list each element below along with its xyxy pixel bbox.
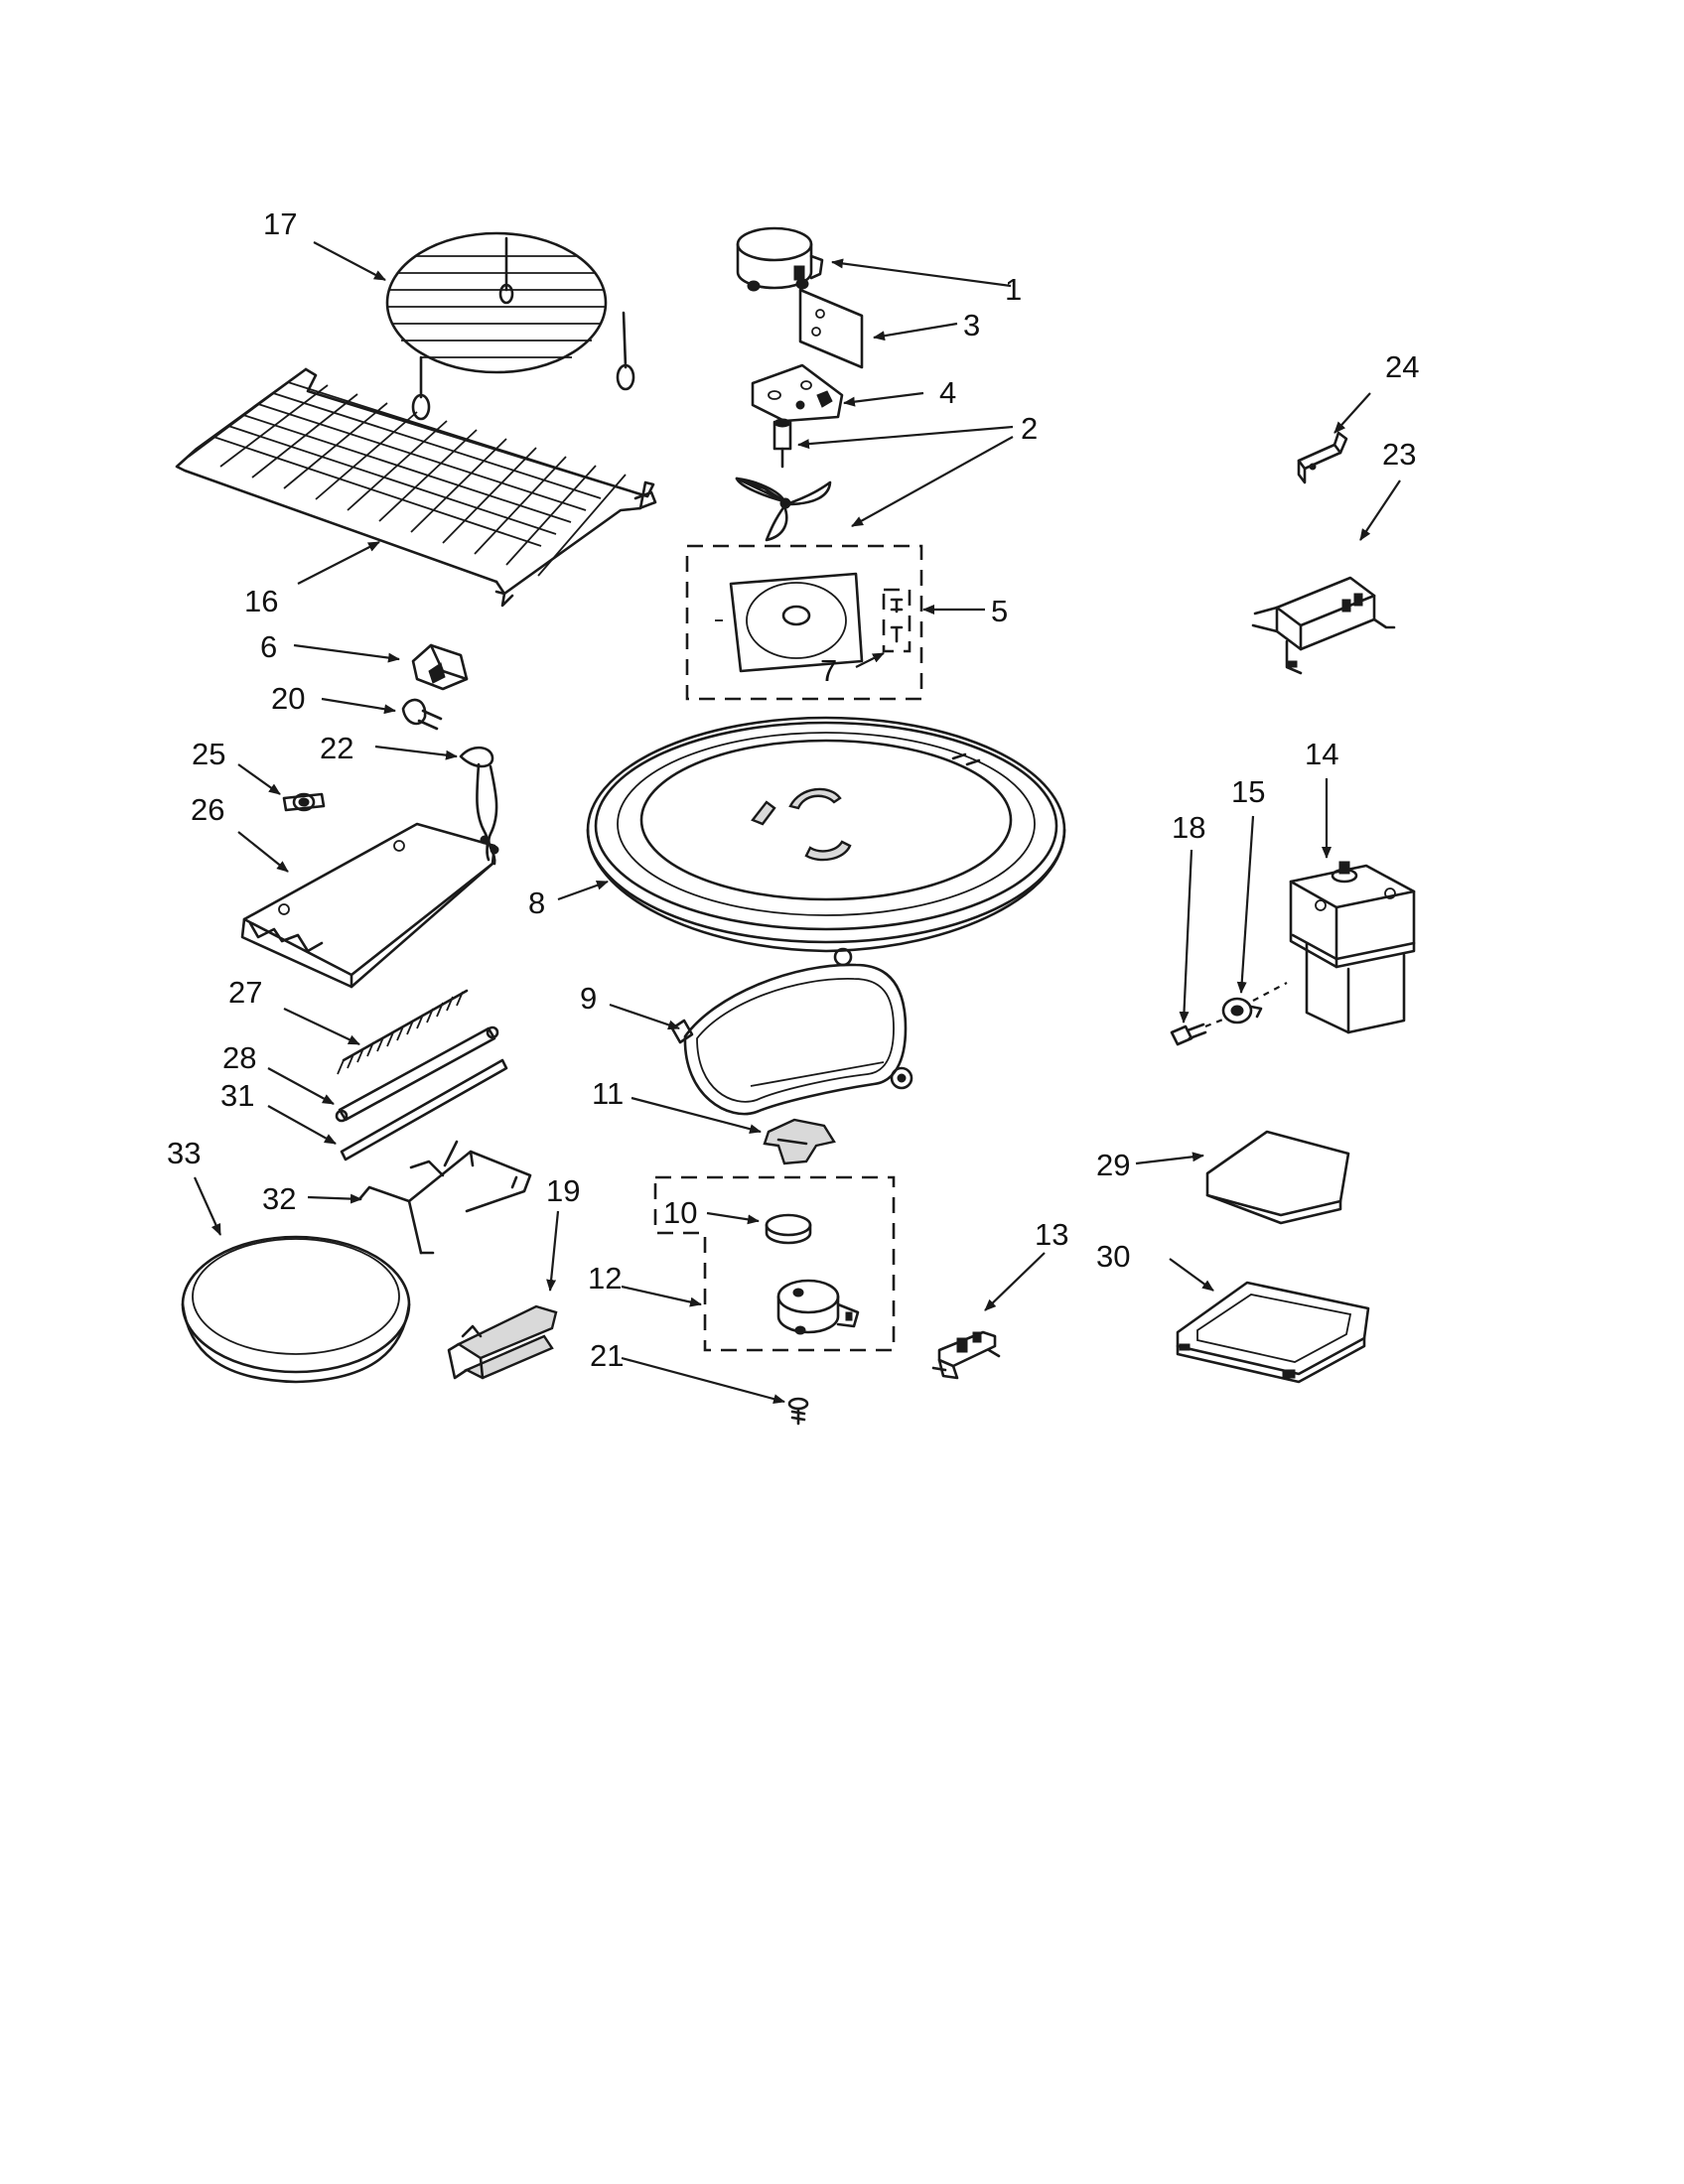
callout-7: 7 [820, 653, 837, 688]
callout-4: 4 [939, 375, 956, 410]
callout-6: 6 [260, 629, 277, 664]
part-15-thermostat [1221, 982, 1288, 1024]
part-33-pan [181, 1235, 411, 1384]
callout-20: 20 [271, 681, 305, 716]
callout-3: 3 [963, 308, 980, 342]
part-17-round-rack [385, 231, 635, 421]
callout-14: 14 [1305, 737, 1338, 771]
part-12-drive-motor-assembly [653, 1175, 896, 1352]
part-13-switch [931, 1330, 1001, 1380]
callout-26: 26 [191, 792, 224, 827]
part-28-heater-tube [335, 1025, 499, 1123]
part-27-reflector [337, 989, 469, 1075]
part-24-clip [1297, 431, 1348, 484]
callout-24: 24 [1385, 349, 1419, 384]
callout-33: 33 [167, 1136, 201, 1170]
part-9-roller-ring [670, 947, 913, 1116]
part-20-connector [401, 698, 443, 731]
part-1-motor [736, 226, 824, 292]
part-4-bracket [751, 363, 844, 423]
callout-32: 32 [262, 1181, 296, 1216]
callout-27: 27 [228, 975, 262, 1010]
part-23-bracket [1251, 576, 1396, 675]
callout-13: 13 [1035, 1217, 1068, 1252]
callout-15: 15 [1231, 774, 1265, 809]
callout-1: 1 [1005, 272, 1022, 307]
callout-25: 25 [192, 737, 225, 771]
part-12-motor [776, 1279, 860, 1335]
part-18-screw [1170, 1017, 1226, 1046]
callout-23: 23 [1382, 437, 1416, 472]
callout-30: 30 [1096, 1239, 1130, 1274]
part-29-filter-pad [1205, 1130, 1350, 1225]
part-25-thermal-cutout [282, 792, 326, 812]
callout-29: 29 [1096, 1148, 1130, 1182]
callout-28: 28 [222, 1040, 256, 1075]
callout-10: 10 [663, 1195, 697, 1230]
callout-17: 17 [263, 206, 297, 241]
callout-9: 9 [580, 981, 597, 1016]
leader-lines [193, 241, 1401, 1404]
part-14-magnetron [1289, 861, 1416, 1034]
part-16-wire-rack [175, 367, 657, 608]
part-3-plate [798, 288, 864, 369]
part-32-wire-support [357, 1140, 532, 1255]
callout-31: 31 [220, 1078, 254, 1113]
callout-22: 22 [320, 731, 353, 765]
callout-18: 18 [1172, 810, 1205, 845]
part-6-clip [411, 643, 469, 691]
part-26-heater-cover [240, 822, 496, 989]
part-30-filter-frame [1176, 1281, 1370, 1384]
part-31-heater-element [340, 1058, 508, 1161]
callout-8: 8 [528, 886, 545, 920]
part-11-coupler [763, 1118, 836, 1165]
callout-12: 12 [588, 1261, 622, 1296]
callout-16: 16 [244, 584, 278, 618]
callout-19: 19 [546, 1173, 580, 1208]
part-8-turntable-glass [586, 716, 1066, 953]
callout-21: 21 [590, 1338, 624, 1373]
callout-11: 11 [592, 1076, 624, 1111]
part-5-cover-plate [685, 544, 923, 701]
callout-labels: 17 1 3 24 4 2 23 16 5 6 7 20 14 22 25 15… [167, 206, 1419, 1373]
part-19-tongs [447, 1304, 558, 1380]
part-21-screw [787, 1397, 809, 1426]
callout-2: 2 [1021, 411, 1038, 446]
callout-5: 5 [991, 594, 1008, 628]
part-2-shaft-and-fan [735, 418, 832, 542]
part-10-coupling-disc [765, 1213, 812, 1245]
